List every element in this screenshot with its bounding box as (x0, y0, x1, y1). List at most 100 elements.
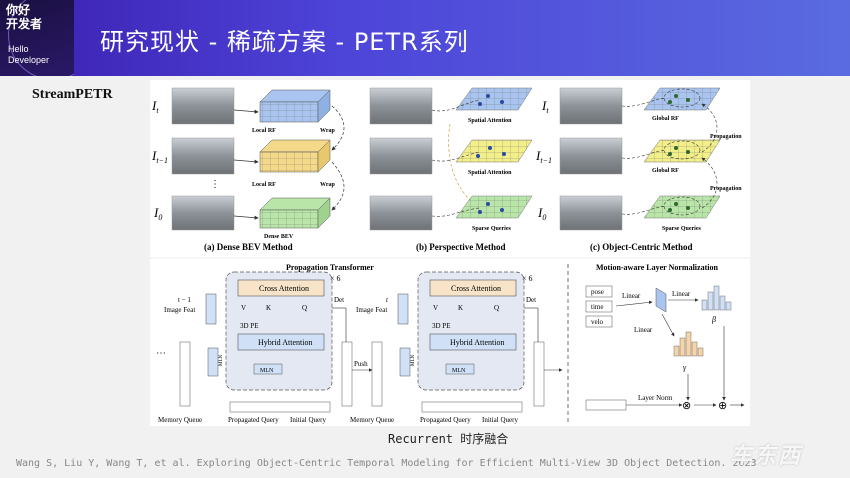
cross-attention-right (429, 279, 517, 297)
label-t: t (386, 296, 389, 304)
label-v-left: V (241, 304, 246, 312)
mln-side-right (399, 347, 411, 377)
mln-bottom-right (445, 363, 475, 375)
mln-side-left (207, 347, 219, 377)
header-bar (0, 0, 850, 76)
logo-arc (8, 0, 74, 76)
motion-aware-layer-norm: Motion-aware Layer Normalization pose ti… (585, 263, 745, 412)
memory-queue-left (179, 341, 191, 407)
label-propagated-query-right: Propagated Query (420, 416, 471, 424)
label-memory-queue-left: Memory Queue (158, 416, 202, 424)
figure-subtitle: StreamPETR (32, 87, 113, 102)
watermark-logo: 车东西 (730, 444, 803, 469)
query-input-ln (585, 399, 627, 411)
label-wrap-1: Wrap (320, 128, 336, 134)
label-v-right: V (433, 304, 438, 312)
label-global-rf-2: Global RF (652, 168, 679, 174)
det-column-left (341, 341, 353, 407)
label-pose: pose (591, 288, 604, 296)
label-propagated-query-left: Propagated Query (228, 416, 279, 424)
label-q-left: Q (302, 304, 307, 312)
velo-box (585, 315, 613, 328)
camera-image-t (171, 87, 235, 125)
camera-image-b-t1 (369, 137, 433, 175)
label-linear-1: Linear (622, 292, 641, 300)
hybrid-attention-right (429, 333, 517, 351)
label-local-rf-2: Local RF (252, 182, 276, 188)
label-det-left: Det (334, 296, 344, 304)
row-label-t1: It−1 (151, 148, 168, 165)
camera-image-b-0 (369, 195, 433, 231)
row-label-c-0: I0 (537, 205, 546, 222)
time-box (585, 300, 613, 313)
ellipsis: ⋮ (210, 179, 220, 190)
cross-attention-label-left: Cross Attention (259, 284, 309, 293)
diagram-svg: It It−1 I0 ⋮ Local RF Wrap Local RF Wrap… (150, 87, 750, 424)
cross-attention-left (237, 279, 325, 297)
slide-title: 研究现状 - 稀疏方案 - PETR系列 (100, 28, 469, 56)
label-time: time (591, 303, 603, 311)
hybrid-attention-left (237, 333, 325, 351)
panel-c-object-centric: It It−1 I0 Global RF Global RF Propagati… (535, 87, 742, 252)
label-times6-left: × 6 (330, 274, 341, 283)
cross-attention-label-right: Cross Attention (451, 284, 501, 293)
label-k-left: K (266, 304, 271, 312)
mln-label-bottom-right: MLN (452, 368, 466, 374)
row-label-c-t: It (541, 98, 549, 115)
image-feat-box-left (205, 293, 217, 325)
label-3dpe-right: 3D PE (432, 322, 450, 330)
label-beta: β (711, 315, 716, 324)
figure-caption: Recurrent 时序融合 (388, 432, 509, 446)
label-wrap-2: Wrap (320, 182, 336, 188)
caption-panel-b: (b) Perspective Method (416, 242, 505, 252)
row-label-c-t1: It−1 (535, 148, 552, 165)
caption-panel-a: (a) Dense BEV Method (204, 242, 293, 252)
citation: Wang S, Liu Y, Wang T, et al. Exploring … (16, 458, 757, 469)
label-initial-query-right: Initial Query (482, 416, 518, 424)
label-gamma: γ (683, 363, 687, 372)
mln-bottom-left (253, 363, 283, 375)
otimes-op: ⊗ (682, 400, 691, 412)
transformer-block-right (417, 271, 525, 391)
pose-box (585, 285, 613, 298)
propagation-transformer-panel: Propagation Transformer × 6 Cross Attent… (156, 263, 563, 424)
label-motion-aware-ln: Motion-aware Layer Normalization (596, 263, 718, 272)
label-initial-query-left: Initial Query (290, 416, 326, 424)
label-times6-right: × 6 (522, 274, 533, 283)
image-feat-box-right (397, 293, 409, 325)
label-propagation-transformer: Propagation Transformer (286, 263, 374, 272)
mln-label-bottom-left: MLN (260, 368, 274, 374)
memory-queue-right (371, 341, 383, 407)
label-3dpe-left: 3D PE (240, 322, 258, 330)
camera-image-c-0 (559, 195, 623, 231)
label-spatial-attention-1: Spatial Attention (468, 118, 512, 124)
streampetr-figure: It It−1 I0 ⋮ Local RF Wrap Local RF Wrap… (150, 80, 750, 426)
caption-panel-c: (c) Object-Centric Method (590, 242, 692, 252)
label-local-rf-1: Local RF (252, 128, 276, 134)
logo-text: 你好开发者 (6, 3, 43, 31)
label-image-feat-right: Image Feat (356, 306, 387, 314)
label-k-right: K (458, 304, 463, 312)
label-velo: velo (591, 318, 604, 326)
label-memory-queue-right: Memory Queue (350, 416, 394, 424)
label-linear-2: Linear (672, 290, 691, 298)
camera-image-t1 (171, 137, 235, 175)
hybrid-attention-label-left: Hybrid Attention (258, 338, 312, 347)
query-strip-right (421, 401, 523, 413)
row-label-t: It (151, 98, 159, 115)
ellipsis-left: ⋯ (156, 348, 166, 359)
linear-projection (655, 287, 667, 313)
transformer-block-left (225, 271, 333, 391)
label-image-feat-left: Image Feat (164, 306, 195, 314)
label-det-right: Det (526, 296, 536, 304)
label-propagation-1: Propagation (710, 134, 742, 140)
panel-b-perspective: Spatial Attention Spatial Attention Spar… (369, 87, 533, 252)
mln-label-side-left: MLN (219, 355, 224, 367)
gamma-histogram (673, 331, 704, 357)
label-dense-bev: Dense BEV (264, 234, 294, 240)
camera-image-c-t (559, 87, 623, 125)
query-strip-left (229, 401, 331, 413)
mln-label-side-right: MLN (411, 355, 416, 367)
